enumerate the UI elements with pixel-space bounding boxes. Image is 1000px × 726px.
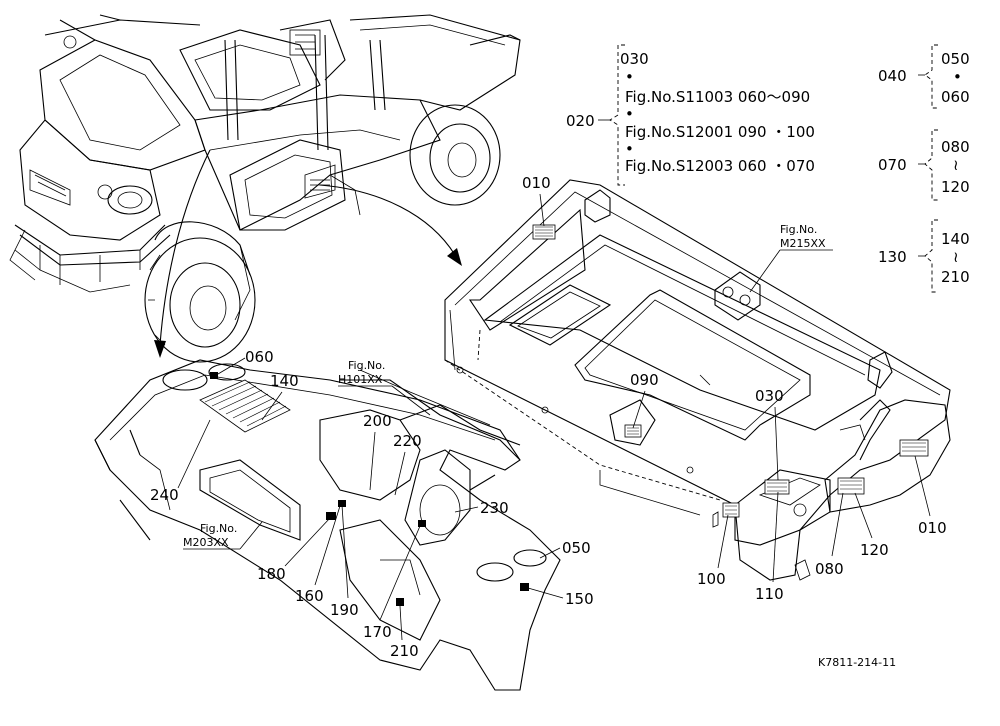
callout-130: 130: [878, 248, 907, 266]
callout-240: 240: [150, 486, 179, 504]
group020-row-2: Fig.No.S12001 090 ・100: [625, 123, 815, 141]
callout-050-dash: 050: [562, 539, 591, 557]
group070-tilde: ≀: [953, 156, 959, 174]
rear-panel-callouts: 010 Fig.No. M215XX 090 030 100 110 080 1…: [522, 174, 947, 603]
callout-010-top: 010: [522, 174, 551, 192]
bracket-130: 130 140 ≀ 210: [878, 219, 970, 293]
group130-item-140: 140: [941, 230, 970, 248]
callout-160: 160: [295, 587, 324, 605]
callout-090: 090: [630, 371, 659, 389]
callout-060-dash: 060: [245, 348, 274, 366]
callout-140-dash: 140: [270, 372, 299, 390]
callout-010-right: 010: [918, 519, 947, 537]
group020-dot-1: •: [625, 68, 634, 86]
callout-180: 180: [257, 565, 286, 583]
callout-170: 170: [363, 623, 392, 641]
group020-row-1: Fig.No.S11003 060～090: [625, 88, 810, 106]
callout-200: 200: [363, 412, 392, 430]
group040-item-050: 050: [941, 50, 970, 68]
group020-row-3: Fig.No.S12003 060 ・070: [625, 157, 815, 175]
drawing-code: K7811-214-11: [818, 656, 896, 669]
dash-panel-callouts: 060 140 Fig.No. H101XX 200 220 230 050 1…: [150, 348, 594, 660]
figref-m215-code: M215XX: [780, 237, 826, 250]
group130-item-210: 210: [941, 268, 970, 286]
bracket-020: 020 030 • Fig.No.S11003 060～090 • Fig.No…: [566, 44, 815, 186]
callout-070: 070: [878, 156, 907, 174]
callout-040: 040: [878, 67, 907, 85]
figref-m203-code: M203XX: [183, 536, 229, 549]
figref-m203-label: Fig.No.: [200, 522, 237, 535]
figref-h101-label: Fig.No.: [348, 359, 385, 372]
group070-item-120: 120: [941, 178, 970, 196]
callout-020: 020: [566, 112, 595, 130]
bracket-040: 040 050 • 060: [878, 44, 970, 109]
rear-panel-drawing: [444, 179, 951, 581]
callout-arrows: [154, 149, 462, 358]
callout-210-dash: 210: [390, 642, 419, 660]
group130-tilde: ≀: [953, 248, 959, 266]
callout-100: 100: [697, 570, 726, 588]
callout-190: 190: [330, 601, 359, 619]
vehicle-drawing: [9, 14, 521, 363]
callout-230: 230: [480, 499, 509, 517]
figref-h101-code: H101XX: [338, 373, 383, 386]
dash-panel-drawing: [94, 359, 561, 691]
callout-220: 220: [393, 432, 422, 450]
group020-first-item: 030: [620, 50, 649, 68]
callout-110: 110: [755, 585, 784, 603]
group020-dot-3: •: [625, 140, 634, 158]
callout-030-panel: 030: [755, 387, 784, 405]
group070-item-080: 080: [941, 138, 970, 156]
figref-m215-label: Fig.No.: [780, 223, 817, 236]
callout-080-panel: 080: [815, 560, 844, 578]
group020-dot-2: •: [625, 105, 634, 123]
callout-120-panel: 120: [860, 541, 889, 559]
callout-150: 150: [565, 590, 594, 608]
group040-item-060: 060: [941, 88, 970, 106]
group040-dot: •: [953, 68, 962, 86]
bracket-070: 070 080 ≀ 120: [878, 129, 970, 201]
